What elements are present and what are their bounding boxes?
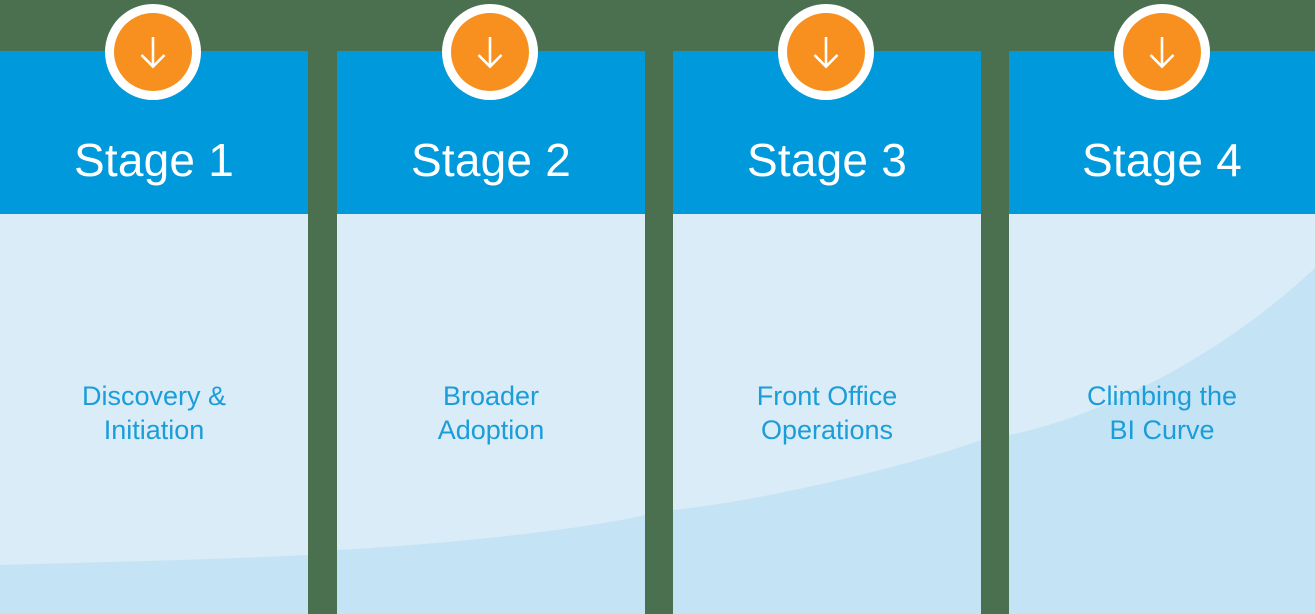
stage-column-2[interactable]: Stage 2 Broader Adoption — [337, 51, 645, 614]
stage-badge-4[interactable] — [1114, 4, 1210, 100]
stage-title-1: Stage 1 — [74, 133, 234, 186]
stage-badge-2[interactable] — [442, 4, 538, 100]
stage-badge-inner-3 — [787, 13, 865, 91]
stage-badge-1[interactable] — [105, 4, 201, 100]
stage-title-3: Stage 3 — [747, 133, 907, 186]
arrow-down-icon — [1149, 37, 1175, 69]
arrow-down-icon — [477, 37, 503, 69]
stage-body-4: Climbing the BI Curve — [1009, 214, 1315, 614]
arrow-down-icon — [813, 37, 839, 69]
bi-curve-segment-2 — [337, 515, 645, 614]
arrow-down-icon — [140, 37, 166, 69]
stage-column-3[interactable]: Stage 3 Front Office Operations — [673, 51, 981, 614]
stage-badge-3[interactable] — [778, 4, 874, 100]
stage-column-1[interactable]: Stage 1 Discovery & Initiation — [0, 51, 308, 614]
stage-title-2: Stage 2 — [411, 133, 571, 186]
stage-description-2: Broader Adoption — [437, 381, 545, 445]
stage-badge-inner-4 — [1123, 13, 1201, 91]
stage-description-1: Discovery & Initiation — [81, 381, 227, 445]
bi-curve-segment-1 — [0, 555, 308, 614]
stage-body-2: Broader Adoption — [337, 214, 645, 614]
stage-badge-inner-1 — [114, 13, 192, 91]
stage-body-3: Front Office Operations — [673, 214, 981, 614]
stage-badge-inner-2 — [451, 13, 529, 91]
stage-title-4: Stage 4 — [1082, 133, 1242, 186]
bi-curve-segment-4 — [1009, 268, 1315, 614]
stage-description-4: Climbing the BI Curve — [1086, 381, 1238, 445]
stage-column-4[interactable]: Stage 4 Climbing the BI Curve — [1009, 51, 1315, 614]
stage-description-3: Front Office Operations — [756, 381, 898, 445]
stage-body-1: Discovery & Initiation — [0, 214, 308, 614]
bi-curve-segment-3 — [673, 440, 981, 614]
